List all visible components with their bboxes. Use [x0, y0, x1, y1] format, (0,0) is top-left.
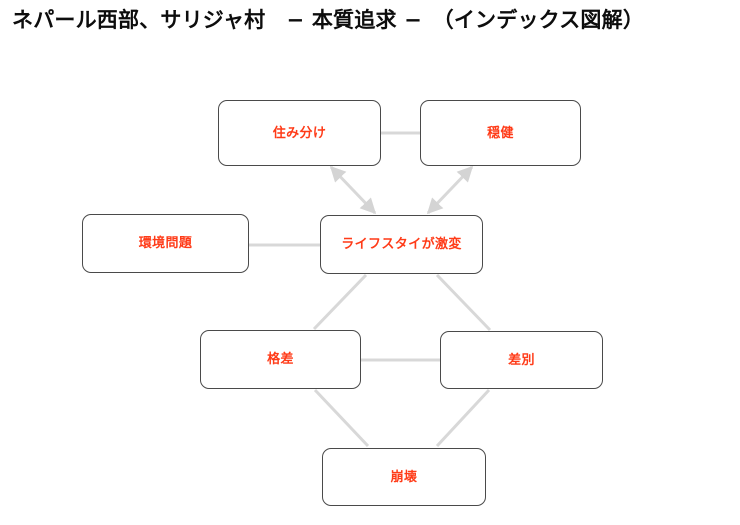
node-kakusa[interactable]: 格差 — [200, 330, 361, 389]
node-label-kakusa: 格差 — [267, 352, 294, 367]
node-houkai[interactable]: 崩壊 — [322, 448, 486, 506]
node-kankyo[interactable]: 環境問題 — [82, 214, 249, 273]
edge-kakusa-houkai — [313, 388, 370, 448]
node-label-houkai: 崩壊 — [390, 469, 418, 485]
edge-lifestyle-sabetsu — [435, 273, 492, 332]
edge-onken-lifestyle — [426, 165, 474, 215]
edge-sabetsu-houkai — [435, 388, 491, 448]
edge-lifestyle-kakusa — [312, 273, 368, 331]
node-label-sumiwake: 住み分け — [272, 125, 327, 141]
edge-sumiwake-lifestyle — [329, 165, 377, 215]
node-sabetsu[interactable]: 差別 — [440, 331, 603, 389]
node-label-lifestyle: ライフスタイが激変 — [341, 237, 462, 252]
node-lifestyle[interactable]: ライフスタイが激変 — [320, 215, 483, 274]
node-onken[interactable]: 穏健 — [420, 100, 581, 166]
node-label-kankyo: 環境問題 — [138, 236, 193, 251]
node-label-sabetsu: 差別 — [508, 352, 535, 368]
node-label-onken: 穏健 — [487, 125, 514, 141]
page-title: ネパール西部、サリジャ村 − 本質追求 − （インデックス図解） — [12, 8, 645, 32]
node-sumiwake[interactable]: 住み分け — [218, 100, 381, 166]
